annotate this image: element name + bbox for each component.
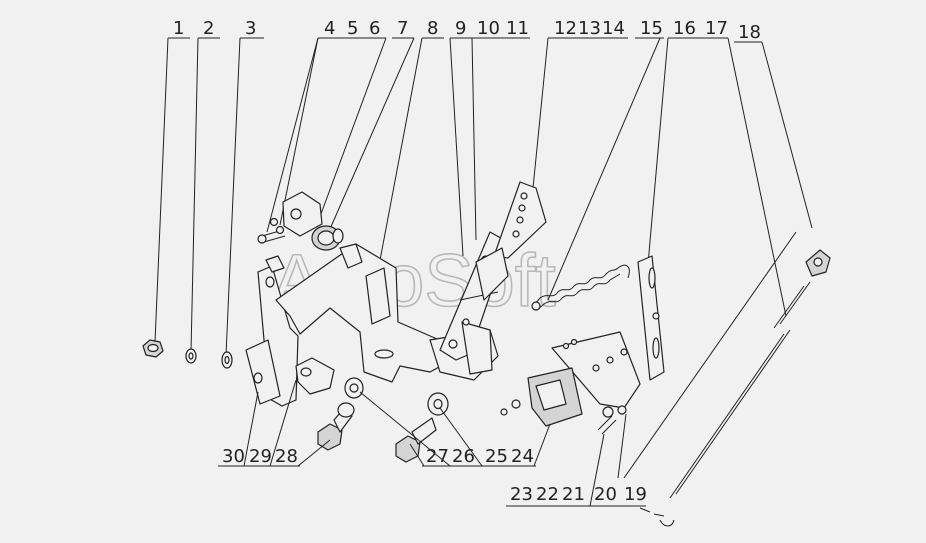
part-long-rod: [669, 281, 811, 499]
part-pin: [295, 357, 335, 395]
part-left-bracket: [245, 255, 299, 407]
callout-26: 26: [452, 446, 475, 467]
bottom-mid-callouts: 27 26 25 24: [359, 391, 551, 467]
callout-29: 29: [249, 446, 272, 467]
part-bolts: [317, 402, 437, 463]
part-pedal-arm: [475, 181, 547, 301]
part-slotted-link: [637, 255, 665, 381]
callout-2: 2: [203, 18, 214, 39]
part-switch-plate: [500, 331, 641, 435]
callout-24: 24: [511, 446, 534, 467]
callout-8: 8: [427, 18, 438, 39]
callout-28: 28: [275, 446, 298, 467]
part-return-spring: [531, 264, 630, 311]
callout-9: 9: [455, 18, 466, 39]
callout-1: 1: [173, 18, 184, 39]
part-fitting: [805, 249, 831, 277]
part-flat-washer: [221, 351, 233, 369]
part-switch-assembly: [257, 191, 344, 251]
callout-13: 13: [578, 18, 601, 39]
callout-6: 6: [369, 18, 380, 39]
top-callouts: 1 2 3 4 5 6 7 8 9 10 11 12 13 14 15 16 1…: [173, 18, 761, 43]
callout-16: 16: [673, 18, 696, 39]
callout-4: 4: [324, 18, 335, 39]
part-rod-end-clip: [639, 507, 675, 527]
callout-15: 15: [640, 18, 663, 39]
part-nut: [142, 339, 164, 358]
callout-18: 18: [738, 22, 761, 43]
callout-21: 21: [562, 484, 585, 505]
callout-22: 22: [536, 484, 559, 505]
callout-11: 11: [506, 18, 529, 39]
top-leader-lines: [154, 37, 813, 356]
part-washer-pair: [344, 377, 449, 416]
callout-10: 10: [477, 18, 500, 39]
part-lock-washer: [185, 348, 197, 364]
callout-30: 30: [222, 446, 245, 467]
bottom-left-callouts: 30 29 28: [218, 379, 331, 467]
callout-19: 19: [624, 484, 647, 505]
callout-3: 3: [245, 18, 256, 39]
callout-14: 14: [602, 18, 625, 39]
callout-5: 5: [347, 18, 358, 39]
callout-23: 23: [510, 484, 533, 505]
callout-20: 20: [594, 484, 617, 505]
callout-17: 17: [705, 18, 728, 39]
callout-12: 12: [554, 18, 577, 39]
callout-25: 25: [485, 446, 508, 467]
top-underlines: [168, 37, 762, 43]
callout-7: 7: [397, 18, 408, 39]
bottom-right-callouts: 23 22 21 20 19: [506, 231, 797, 507]
